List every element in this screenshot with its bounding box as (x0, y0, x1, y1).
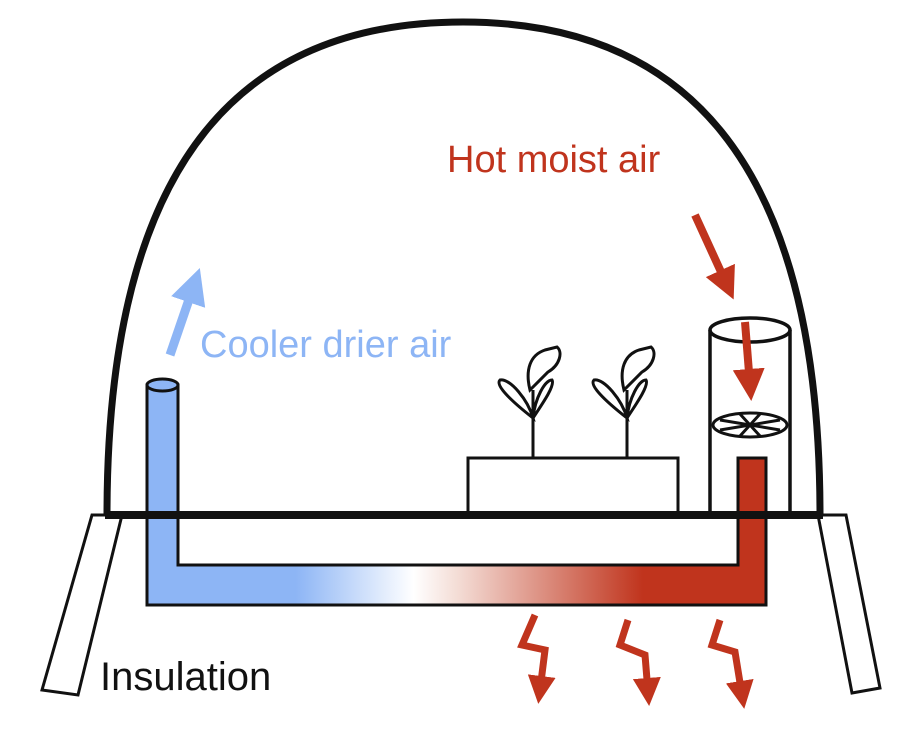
pipe-opening (145, 377, 180, 393)
pipe-icon (145, 383, 768, 607)
down-flow-arrow (732, 321, 765, 401)
dome-icon (103, 18, 824, 516)
cool-air-label: Cooler drier air (200, 324, 452, 366)
chimney-cylinder (708, 316, 792, 515)
hot-air-label: Hot moist air (447, 139, 661, 181)
fan-icon (711, 411, 789, 439)
plant-box (466, 456, 680, 517)
insulation-label: Insulation (100, 655, 271, 699)
cool-air-arrow (165, 267, 206, 357)
heat-arrow-icon (517, 613, 754, 709)
hot-air-arrow (691, 213, 735, 300)
insulation-right (816, 513, 882, 695)
plant-icon (497, 345, 656, 458)
